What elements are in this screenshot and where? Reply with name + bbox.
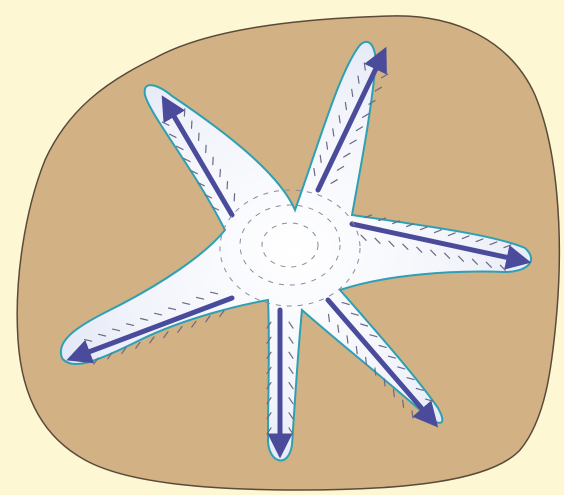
tick-mark — [220, 170, 221, 177]
